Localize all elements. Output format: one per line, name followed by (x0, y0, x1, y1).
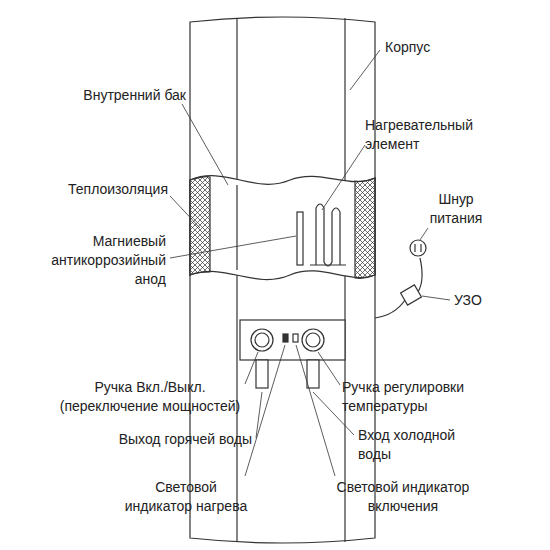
part-label: УЗО (454, 291, 514, 310)
part-label: Внутренний бак (30, 86, 186, 105)
part-label: Вход холодной воды (358, 426, 470, 464)
part-label: Шнур питания (420, 190, 492, 228)
part-label: Световой индикатор нагрева (120, 478, 252, 516)
part-label: Теплоизоляция (30, 180, 168, 199)
part-label: Световой индикатор включения (328, 478, 478, 516)
part-label: Магниевый антикоррозийный анод (36, 232, 166, 289)
part-label: Ручка Вкл./Выкл. (переключение мощностей… (48, 378, 252, 416)
part-label: Нагревательный элемент (365, 116, 507, 154)
part-label: Выход горячей воды (30, 430, 252, 449)
part-label: Корпус (385, 38, 505, 57)
part-label: Ручка регулировки температуры (342, 378, 492, 416)
